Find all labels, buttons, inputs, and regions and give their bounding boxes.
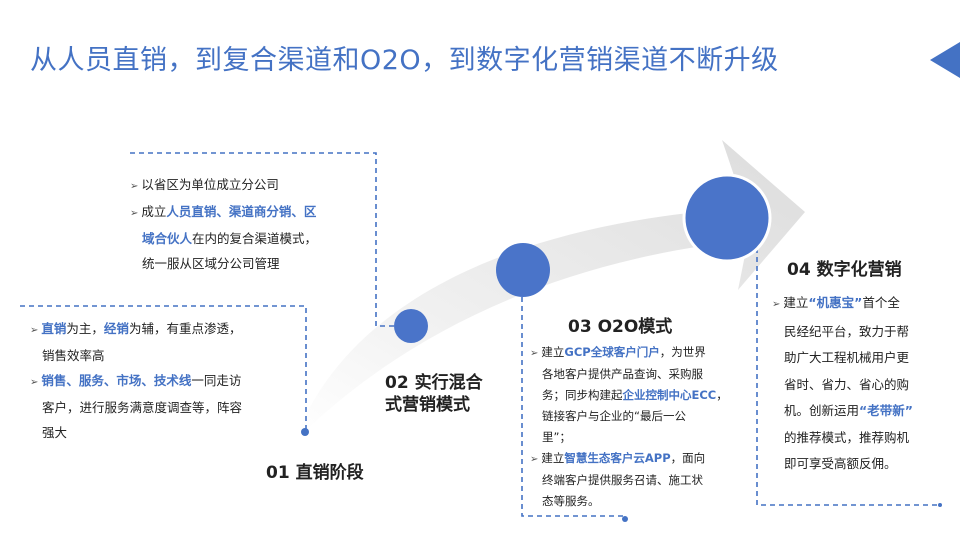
circle-stage4 — [682, 173, 772, 263]
stage3-bullet-2: ➢建立智慧生态客户云APP，面向 — [530, 451, 706, 465]
bullet-arrow-icon: ➢ — [772, 299, 781, 310]
bullet-arrow-icon: ➢ — [130, 181, 139, 192]
stage1-label: 01 直销阶段 — [266, 463, 364, 483]
stage4-bullet-1: ➢建立“机惠宝”首个全 — [772, 295, 900, 310]
stage1-bullet-1: ➢直销为主，经销为辅，有重点渗透， — [30, 321, 242, 336]
connector-stage1 — [20, 305, 307, 432]
stage3-description: ➢建立GCP全球客户门户，为世界 各地客户提供产品查询、采购服 务；同步构建起企… — [530, 342, 745, 512]
stage4-label: 04 数字化营销 — [787, 260, 902, 280]
bullet-arrow-icon: ➢ — [30, 325, 39, 336]
stage2-description: ➢以省区为单位成立分公司 ➢成立人员直销、渠道商分销、区 域合伙人在内的复合渠道… — [130, 172, 370, 276]
stage3-bullet-1: ➢建立GCP全球客户门户，为世界 — [530, 345, 706, 359]
stage4-description: ➢建立“机惠宝”首个全 民经纪平台，致力于帮 助广大工程机械用户更 省时、省力、… — [772, 290, 940, 478]
corner-arrow-decoration — [930, 42, 960, 78]
bullet-arrow-icon: ➢ — [530, 454, 539, 465]
connector-stage3 — [521, 297, 625, 517]
stage2-label: 02 实行混合 式营销模式 — [385, 373, 483, 415]
stage1-description: ➢直销为主，经销为辅，有重点渗透， 销售效率高 ➢销售、服务、市场、技术线一同走… — [30, 316, 300, 445]
connector-stage4 — [756, 248, 940, 506]
stage2-bullet-2: ➢成立人员直销、渠道商分销、区 — [130, 204, 317, 219]
stage1-bullet-2: ➢销售、服务、市场、技术线一同走访 — [30, 373, 242, 388]
dot-stage3-end — [622, 516, 628, 522]
page-title: 从人员直销，到复合渠道和O2O，到数字化营销渠道不断升级 — [30, 45, 779, 76]
circle-stage3 — [496, 243, 550, 297]
dot-stage4-end — [938, 503, 942, 507]
stage2-bullet-1: ➢以省区为单位成立分公司 — [130, 177, 279, 192]
circle-stage2 — [394, 309, 428, 343]
bullet-arrow-icon: ➢ — [30, 377, 39, 388]
bullet-arrow-icon: ➢ — [530, 348, 539, 359]
growth-arrow — [298, 140, 805, 434]
dot-stage1 — [301, 428, 309, 436]
stage3-label: 03 O2O模式 — [568, 317, 673, 337]
bullet-arrow-icon: ➢ — [130, 208, 139, 219]
